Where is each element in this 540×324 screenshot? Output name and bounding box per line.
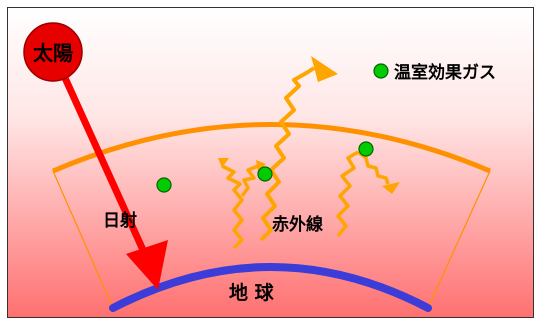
gas-molecule-3 bbox=[358, 141, 374, 157]
sun-icon bbox=[23, 22, 83, 82]
earth-surface-arc bbox=[109, 263, 432, 312]
infrared-label: 赤外線 bbox=[272, 214, 323, 235]
infrared-wave-escape bbox=[259, 56, 338, 242]
radiation-label: 日射 bbox=[103, 210, 137, 231]
atmosphere-arc bbox=[52, 122, 491, 174]
atmosphere-right-edge bbox=[427, 170, 491, 309]
infrared-wave-left bbox=[218, 158, 244, 250]
legend-label: 温室効果ガス bbox=[394, 62, 496, 83]
gas-molecule-1 bbox=[156, 177, 172, 193]
atmosphere-left-edge bbox=[52, 170, 114, 309]
sun-label: 太陽 bbox=[33, 41, 73, 65]
infrared-wave-right bbox=[336, 150, 359, 238]
gas-molecule-2 bbox=[257, 166, 273, 182]
infrared-wave-left-reflect bbox=[240, 160, 266, 198]
diagram-frame: 太陽 温室効果ガス 日射 赤 bbox=[7, 7, 534, 318]
greenhouse-diagram: 太陽 温室効果ガス 日射 赤 bbox=[8, 8, 533, 317]
infrared-wave-right-reflect bbox=[356, 150, 400, 194]
earth-label: 地 球 bbox=[229, 281, 275, 304]
sunlight-arrow bbox=[52, 56, 168, 290]
legend-gas-icon bbox=[373, 63, 389, 79]
sky-background bbox=[8, 8, 533, 317]
